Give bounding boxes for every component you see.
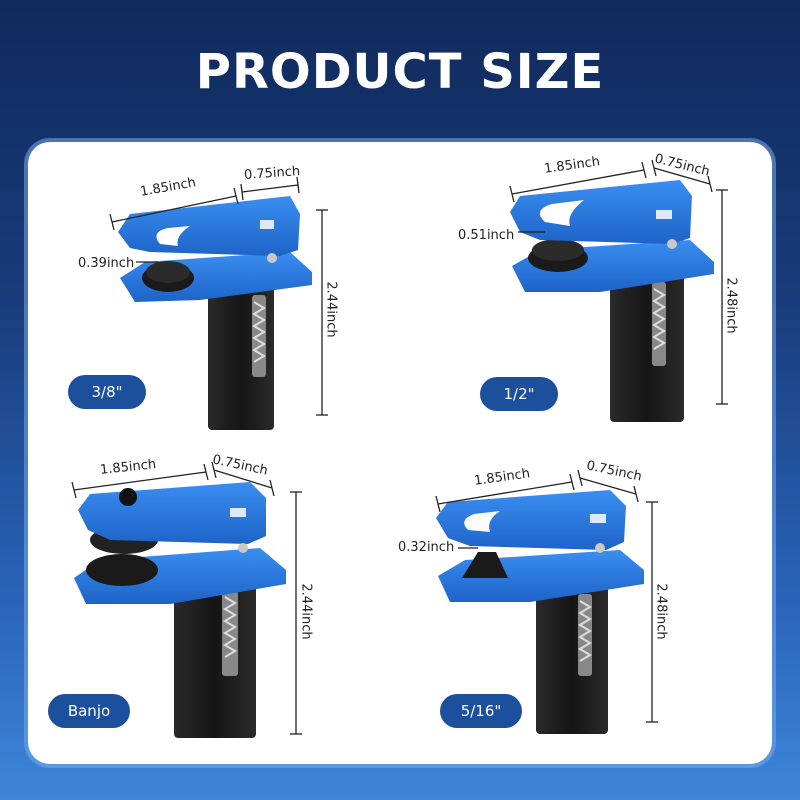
product-1-2-height-label: 2.48inch [723,277,739,334]
product-5-16-badge: 5/16" [440,694,522,728]
product-banjo-height-label: 2.44inch [298,583,314,640]
product-3-8-gap-label: 0.39inch [78,256,135,271]
product-3-8-badge: 3/8" [68,375,146,409]
dimension-lines [71,159,728,735]
product-1-2-badge: 1/2" [480,377,558,411]
product-banjo-image [74,482,286,738]
product-banjo-badge: Banjo [48,694,130,728]
product-1-2-gap-label: 0.51inch [458,228,515,243]
page-title: PRODUCT SIZE [195,44,605,100]
product-5-16-height-label: 2.48inch [653,583,669,640]
product-5-16-gap-label: 0.32inch [398,540,455,555]
product-5-16-image [436,490,644,734]
product-1-2-image [510,180,714,422]
product-3-8-height-label: 2.44inch [323,281,339,338]
product-3-8-image [118,196,312,430]
